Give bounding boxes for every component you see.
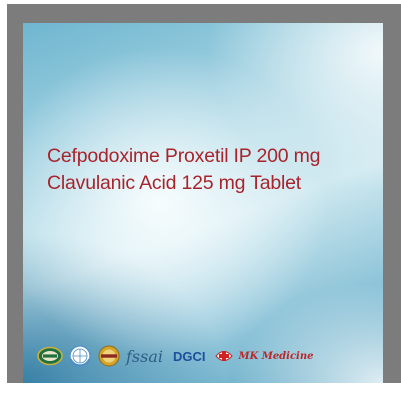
dgci-logo: DGCI	[173, 348, 206, 364]
product-title: Cefpodoxime Proxetil IP 200 mg Clavulani…	[47, 143, 367, 197]
certification-logos: fssai DGCI MK Medicine	[37, 343, 377, 369]
fssai-logo: fssai	[126, 346, 163, 366]
mk-medicine-logo: MK Medicine	[239, 351, 314, 362]
iso-seal-icon	[97, 345, 121, 367]
mk-prefix: MK	[238, 350, 259, 362]
product-title-line-2: Clavulanic Acid 125 mg Tablet	[47, 172, 301, 194]
product-title-line-1: Cefpodoxime Proxetil IP 200 mg	[47, 145, 321, 167]
product-card: Cefpodoxime Proxetil IP 200 mg Clavulani…	[23, 23, 383, 383]
medical-cross-icon	[214, 347, 234, 365]
who-globe-icon	[68, 345, 92, 367]
gmp-badge-icon	[37, 346, 63, 366]
mk-word: Medicine	[261, 350, 314, 362]
